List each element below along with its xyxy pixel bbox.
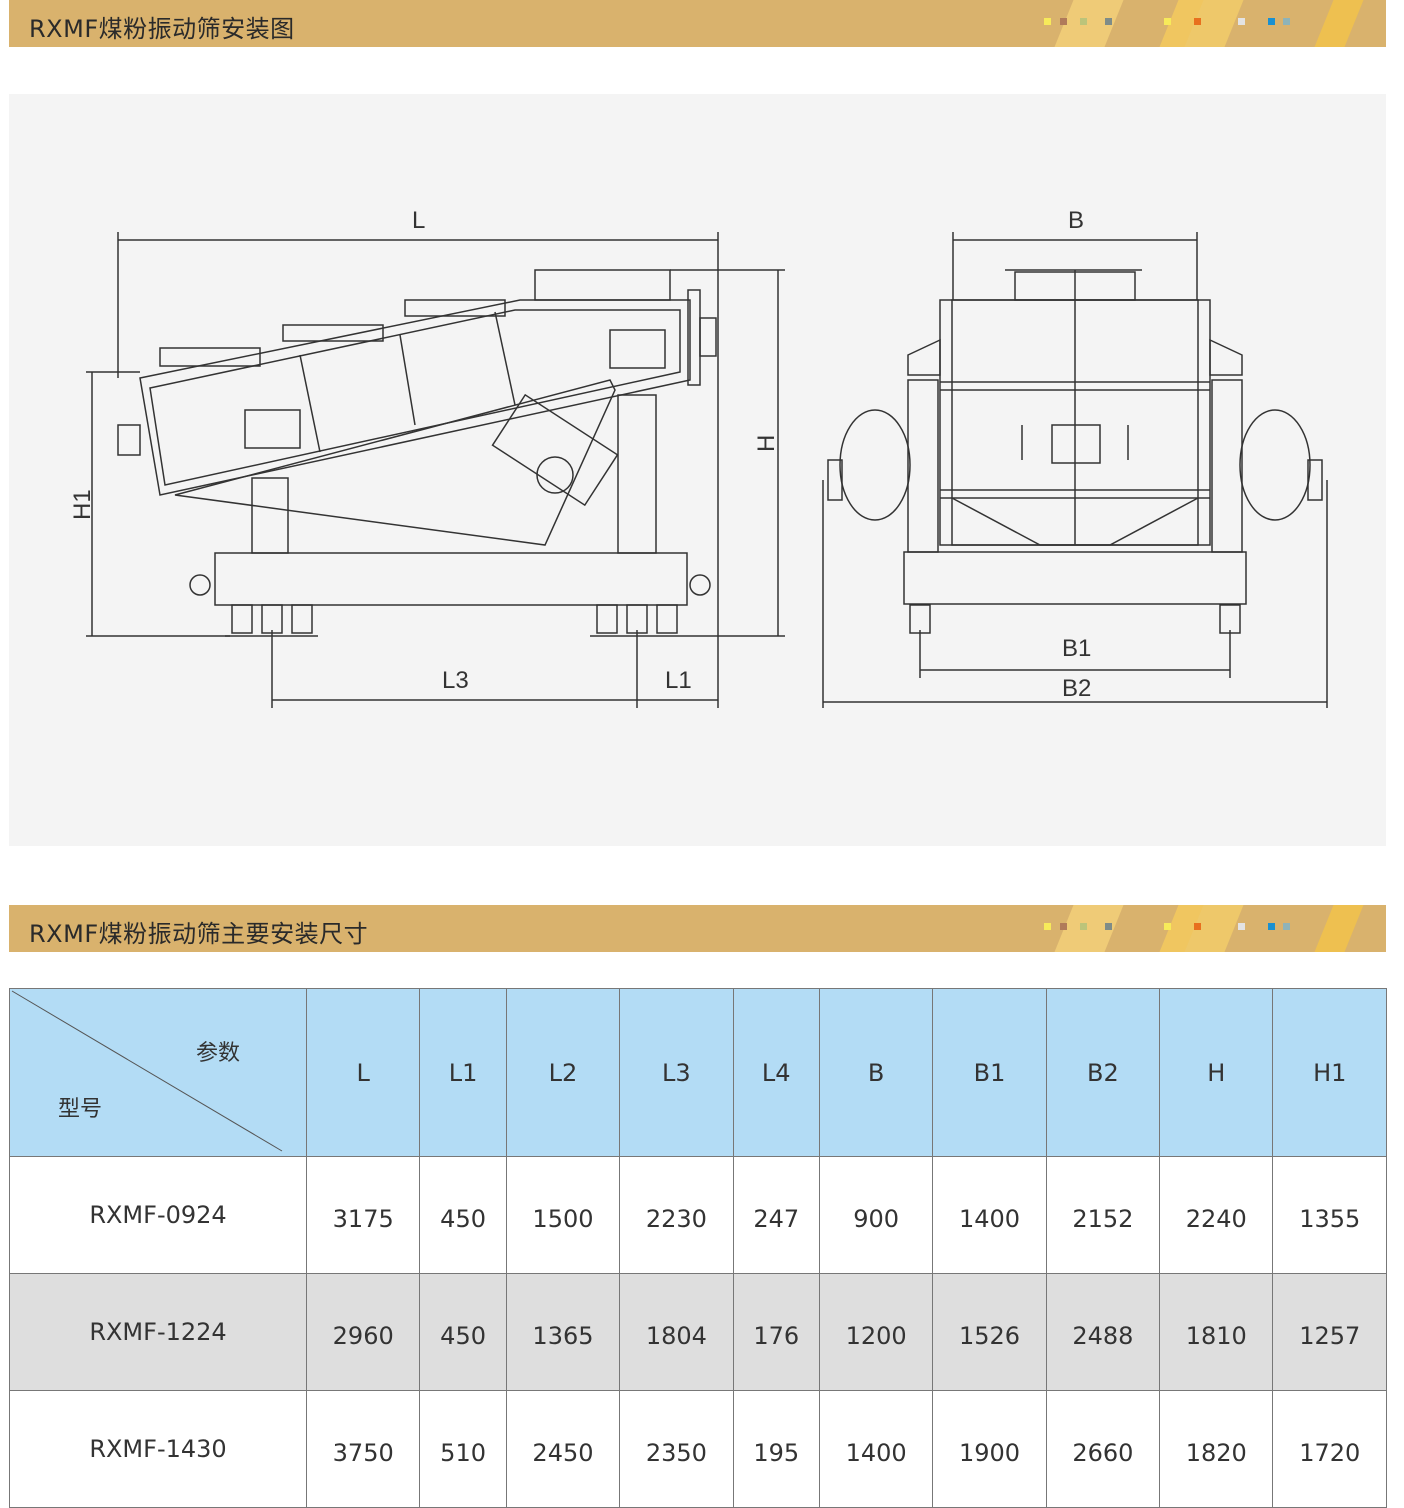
value-cell: 176 xyxy=(732,1273,820,1391)
value-cell: 2660 xyxy=(1045,1390,1161,1508)
column-header: B2 xyxy=(1045,988,1161,1157)
dim-label-H: H xyxy=(753,435,780,452)
section-title: RXMF煤粉振动筛安装图 xyxy=(29,15,295,43)
model-cell: RXMF-1224 xyxy=(9,1273,307,1391)
column-header: L xyxy=(305,988,421,1157)
value-cell: 1720 xyxy=(1272,1390,1387,1508)
value-cell: 1400 xyxy=(818,1390,934,1508)
value-cell: 2152 xyxy=(1045,1156,1161,1274)
installation-drawing: L H H1 L3 L1 B B1 B2 xyxy=(9,94,1386,846)
value-cell: 2960 xyxy=(305,1273,421,1391)
dim-label-L: L xyxy=(412,207,425,234)
section-title: RXMF煤粉振动筛主要安装尺寸 xyxy=(29,920,369,948)
value-cell: 450 xyxy=(419,1273,507,1391)
column-header: L4 xyxy=(732,988,820,1157)
section-header-dimensions: RXMF煤粉振动筛主要安装尺寸 xyxy=(9,905,1386,952)
dim-label-B2: B2 xyxy=(1062,675,1091,702)
value-cell: 2450 xyxy=(505,1390,621,1508)
value-cell: 1500 xyxy=(505,1156,621,1274)
value-cell: 1365 xyxy=(505,1273,621,1391)
value-cell: 2230 xyxy=(619,1156,734,1274)
dim-label-H1: H1 xyxy=(69,489,96,520)
value-cell: 1257 xyxy=(1272,1273,1387,1391)
side-view xyxy=(86,232,785,708)
value-cell: 195 xyxy=(732,1390,820,1508)
value-cell: 1355 xyxy=(1272,1156,1387,1274)
value-cell: 2488 xyxy=(1045,1273,1161,1391)
corner-header: 参数 型号 xyxy=(9,988,307,1157)
value-cell: 3175 xyxy=(305,1156,421,1274)
value-cell: 1810 xyxy=(1159,1273,1274,1391)
dim-label-L3: L3 xyxy=(442,667,469,694)
column-header: B xyxy=(818,988,934,1157)
dimensions-table: 参数 型号 L L1 L2 L3 L4 B B1 B2 H H1 RXMF-09… xyxy=(9,988,1387,1508)
model-cell: RXMF-1430 xyxy=(9,1390,307,1508)
dim-label-L1: L1 xyxy=(665,667,692,694)
column-header: L3 xyxy=(619,988,734,1157)
front-view xyxy=(822,232,1328,708)
corner-param-label: 参数 xyxy=(196,1041,241,1066)
dim-label-B1: B1 xyxy=(1062,635,1091,662)
value-cell: 900 xyxy=(818,1156,934,1274)
value-cell: 2350 xyxy=(619,1390,734,1508)
column-header: H xyxy=(1159,988,1274,1157)
model-cell: RXMF-0924 xyxy=(9,1156,307,1274)
value-cell: 1804 xyxy=(619,1273,734,1391)
value-cell: 1526 xyxy=(932,1273,1047,1391)
value-cell: 247 xyxy=(732,1156,820,1274)
value-cell: 2240 xyxy=(1159,1156,1274,1274)
diagonal-divider xyxy=(11,990,283,1152)
value-cell: 450 xyxy=(419,1156,507,1274)
value-cell: 1900 xyxy=(932,1390,1047,1508)
column-header: H1 xyxy=(1272,988,1387,1157)
value-cell: 1400 xyxy=(932,1156,1047,1274)
section-header-installation-drawing: RXMF煤粉振动筛安装图 xyxy=(9,0,1386,47)
value-cell: 3750 xyxy=(305,1390,421,1508)
corner-model-label: 型号 xyxy=(58,1097,103,1122)
value-cell: 1820 xyxy=(1159,1390,1274,1508)
value-cell: 510 xyxy=(419,1390,507,1508)
dim-label-B: B xyxy=(1068,207,1084,234)
table-header-row: 参数 型号 L L1 L2 L3 L4 B B1 B2 H H1 xyxy=(9,988,1387,1157)
value-cell: 1200 xyxy=(818,1273,934,1391)
column-header: L2 xyxy=(505,988,621,1157)
column-header: L1 xyxy=(419,988,507,1157)
column-header: B1 xyxy=(932,988,1047,1157)
